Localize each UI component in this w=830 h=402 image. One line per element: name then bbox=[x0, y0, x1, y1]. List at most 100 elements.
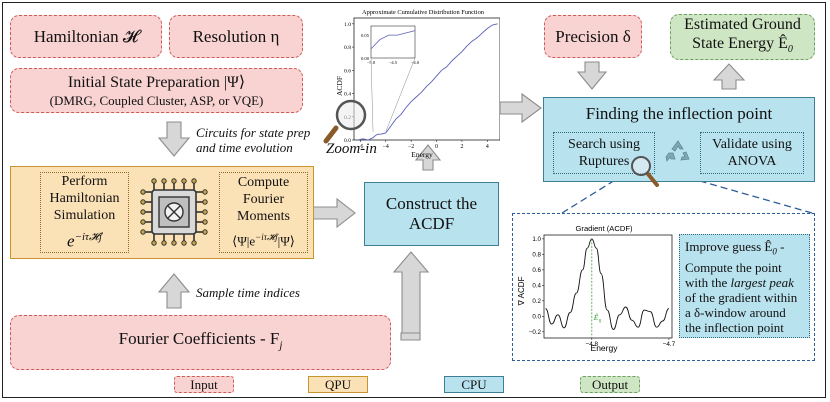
moments-formula-tail: |Ψ⟩ bbox=[277, 233, 295, 249]
circuits-caption-line2: and time evolution bbox=[196, 140, 293, 155]
acdf-y-tick-label: 0.8 bbox=[344, 45, 351, 51]
simulation-line2: Hamiltonian bbox=[49, 190, 120, 206]
improve-line3: with the largest peak bbox=[685, 275, 804, 290]
improve-line1-text: Improve guess Ê bbox=[685, 239, 773, 254]
zoom-line-right bbox=[650, 166, 813, 214]
acdf-y-tick-label: 0.4 bbox=[344, 92, 351, 98]
legend-input-label: Input bbox=[190, 377, 218, 392]
resolution-label: Resolution η bbox=[192, 26, 280, 46]
acdf-x-tick-label: −4 bbox=[383, 144, 389, 150]
arrow-finding-to-output bbox=[712, 63, 746, 90]
gradient-x-tick-label: −4.8 bbox=[585, 341, 598, 348]
simulation-line1: Perform bbox=[61, 173, 108, 189]
construct-line2: ACDF bbox=[408, 214, 455, 233]
finding-inflection-title: Finding the inflection point bbox=[585, 104, 773, 123]
legend-cpu: CPU bbox=[444, 376, 504, 393]
fourier-coefficients-sub: j bbox=[279, 339, 283, 352]
moments-formula-exponent: −iτ𝓗j bbox=[255, 232, 278, 243]
gradient-y-tick-label: 0.2 bbox=[532, 298, 541, 305]
gradient-chart-title: Gradient (ACDF) bbox=[576, 224, 633, 233]
validate-line1: Validate using bbox=[712, 137, 792, 152]
arrow-fourier-to-construct-stem bbox=[400, 332, 421, 341]
legend-input: Input bbox=[174, 376, 234, 393]
moments-formula-base: ⟨Ψ|e bbox=[232, 233, 256, 249]
gradient-x-tick-label: −4.7 bbox=[663, 341, 676, 348]
gradient-detail-panel bbox=[512, 213, 815, 361]
gradient-y-tick-label: 1.0 bbox=[532, 236, 541, 243]
construct-line1: Construct the bbox=[385, 194, 478, 213]
improve-line2: Compute the point bbox=[685, 259, 782, 275]
arrow-fourier-to-qpu bbox=[157, 273, 191, 309]
gradient-peak-annotation: Ê bbox=[593, 312, 599, 322]
acdf-y-tick-label: 0.6 bbox=[344, 68, 351, 74]
output-line2: State Energy Ê0 bbox=[692, 34, 793, 59]
arrow-construct-to-chart bbox=[414, 144, 442, 171]
fourier-coefficients-text: Fourier Coefficients - F bbox=[118, 329, 280, 349]
acdf-series-line bbox=[357, 23, 498, 141]
arrow-initial-to-qpu bbox=[157, 121, 191, 157]
search-line1: Search using bbox=[568, 137, 640, 152]
validate-line2: ANOVA bbox=[727, 154, 777, 169]
acdf-inset-x-tick-label: −4.0 bbox=[411, 60, 420, 65]
improve-line4: of the gradient within bbox=[685, 289, 798, 305]
legend-qpu-label: QPU bbox=[324, 377, 351, 392]
recycle-icon bbox=[665, 140, 690, 162]
initial-state-box: Initial State Preparation |Ψ⟩ (DMRG, Cou… bbox=[10, 68, 303, 113]
improve-line1-sub: 0 bbox=[772, 246, 777, 257]
fourier-coefficients-box: Fourier Coefficients - Fj bbox=[10, 315, 391, 370]
improve-line1: Improve guess Ê0 - bbox=[685, 239, 804, 260]
acdf-inset-area bbox=[370, 25, 416, 59]
moments-line1: Compute bbox=[237, 175, 290, 191]
acdf-x-tick-label: 4 bbox=[486, 144, 489, 150]
acdf-inset-y-tick-label: 0.05 bbox=[361, 33, 370, 38]
acdf-y-axis-label: ACDF bbox=[335, 76, 344, 96]
legend-qpu: QPU bbox=[308, 376, 368, 393]
legend-output: Output bbox=[580, 376, 640, 393]
gradient-series-line bbox=[545, 238, 670, 330]
improve-guess-note: Improve guess Ê0 - Compute the point wit… bbox=[679, 234, 810, 338]
resolution-box: Resolution η bbox=[169, 15, 303, 58]
circuits-caption-line1: Circuits for state prep bbox=[196, 125, 311, 140]
fourier-coefficients-label: Fourier Coefficients - Fj bbox=[119, 329, 283, 355]
acdf-chart-title: Approximate Cumulative Distribution Func… bbox=[362, 9, 485, 16]
gradient-y-axis-label: ∇ ACDF bbox=[517, 276, 526, 306]
precision-box: Precision δ bbox=[544, 15, 642, 58]
validate-anova-box: Validate using ANOVA bbox=[700, 132, 804, 174]
gradient-plot-area bbox=[543, 234, 673, 339]
acdf-x-tick-label: 2 bbox=[460, 144, 463, 150]
moments-line2: Fourier bbox=[242, 192, 285, 208]
acdf-inset-connector bbox=[385, 57, 416, 132]
acdf-x-tick-label: −2 bbox=[408, 144, 414, 150]
hamiltonian-box: Hamiltonian 𝓗 bbox=[10, 15, 162, 58]
legend-output-label: Output bbox=[591, 377, 629, 392]
simulation-formula-exponent: −iτ𝓗j bbox=[74, 230, 102, 243]
acdf-y-tick-label: 1.0 bbox=[344, 22, 351, 28]
moments-line3: Moments bbox=[237, 209, 290, 225]
acdf-x-axis-label: Energy bbox=[411, 150, 433, 159]
sample-time-caption: Sample time indices bbox=[196, 285, 300, 300]
acdf-x-tick-label: 0 bbox=[435, 144, 438, 150]
simulation-formula: e−iτ𝓗j bbox=[67, 226, 102, 253]
gradient-y-tick-label: 0.4 bbox=[532, 283, 541, 290]
fourier-moments-box: Compute Fourier Moments ⟨Ψ|e−iτ𝓗j|Ψ⟩ bbox=[219, 172, 308, 253]
acdf-inset-y-tick-label: 0.00 bbox=[361, 56, 370, 61]
initial-state-methods: (DMRG, Coupled Cluster, ASP, or VQE) bbox=[49, 93, 264, 108]
output-line2-text: State Energy Ê bbox=[692, 34, 788, 52]
improve-line1-tail: - bbox=[776, 239, 785, 254]
acdf-y-tick-label: 0.0 bbox=[344, 138, 351, 144]
legend-cpu-label: CPU bbox=[461, 377, 487, 392]
output-box: Estimated Ground State Energy Ê0 bbox=[670, 14, 815, 60]
gradient-y-tick-label: 0.0 bbox=[532, 314, 541, 321]
acdf-chart: Approximate Cumulative Distribution Func… bbox=[335, 9, 500, 159]
improve-line5: a δ-window around bbox=[685, 304, 786, 320]
arrow-precision-to-finding bbox=[576, 61, 608, 90]
gradient-y-tick-label: −0.2 bbox=[529, 329, 542, 336]
hamiltonian-label: Hamiltonian 𝓗 bbox=[33, 26, 139, 46]
precision-label: Precision δ bbox=[555, 26, 631, 46]
small-magnifier-icon bbox=[631, 156, 659, 187]
output-line2-sub: 0 bbox=[787, 44, 793, 56]
figure-frame bbox=[2, 2, 826, 398]
arrow-chart-to-finding bbox=[499, 92, 542, 124]
gradient-chart: Gradient (ACDF) −0.20.00.20.40.60.81.0−4… bbox=[517, 224, 676, 353]
